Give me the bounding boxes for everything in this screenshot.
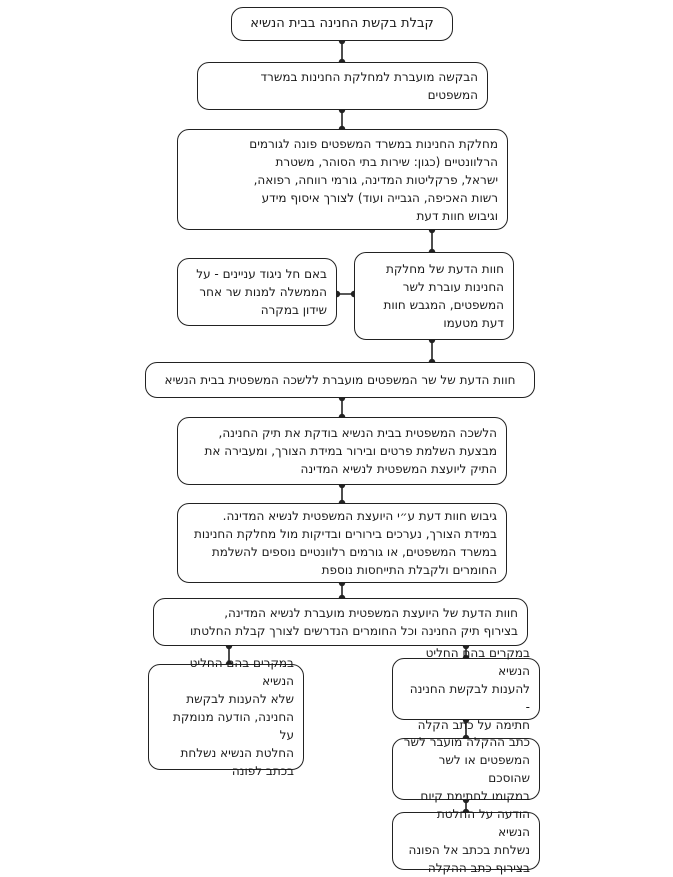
step-opinion-to-legal-office: חוות הדעת של שר המשפטים מועברת ללשכה המש…: [145, 362, 535, 398]
branch-pardon-denied-text: במקרים בהם החליט הנשיא שלא להענות לבקשת …: [172, 656, 294, 778]
step-pardons-dept-gathers-info-text: מחלקת החנינות במשרד המשפטים פונה לגורמים…: [249, 136, 498, 223]
step-notify-applicant: הודעה על החלטת הנשיא נשלחת בכתב אל הפונה…: [392, 807, 540, 875]
note-conflict-of-interest: באם חל ניגוד עניינים - על הממשלה למנות ש…: [177, 258, 337, 326]
step-opinion-to-president-text: חוות הדעת של היועצת המשפטית מועברת לנשיא…: [190, 606, 518, 638]
step-legal-office-review-text: הלשכה המשפטית בבית הנשיא בודקת את תיק הח…: [204, 426, 497, 476]
step-relief-order-countersign-text: כתב ההקלה מועבר לשר המשפטים או לשר שהוסכ…: [403, 735, 530, 803]
step-justice-minister-opinion: חוות הדעת של מחלקת החנינות עוברת לשר המש…: [354, 252, 514, 340]
branch-pardon-denied: במקרים בהם החליט הנשיא שלא להענות לבקשת …: [148, 656, 304, 778]
step-transfer-to-pardons-dept-text: הבקשה מועברת למחלקת החנינות במשרד המשפטי…: [260, 70, 479, 102]
step-relief-order-countersign: כתב ההקלה מועבר לשר המשפטים או לשר שהוסכ…: [392, 735, 540, 803]
step-transfer-to-pardons-dept: הבקשה מועברת למחלקת החנינות במשרד המשפטי…: [197, 62, 488, 110]
step-notify-applicant-text: הודעה על החלטת הנשיא נשלחת בכתב אל הפונה…: [408, 807, 531, 875]
step-pardons-dept-gathers-info: מחלקת החנינות במשרד המשפטים פונה לגורמים…: [177, 129, 508, 230]
step-legal-advisor-opinion-text: גיבוש חוות דעת ע״י היועצת המשפטית לנשיא …: [193, 509, 497, 577]
note-conflict-of-interest-text: באם חל ניגוד עניינים - על הממשלה למנות ש…: [196, 267, 327, 317]
step-receive-request-text: קבלת בקשת החנינה בבית הנשיא: [250, 16, 434, 31]
step-opinion-to-president: חוות הדעת של היועצת המשפטית מועברת לנשיא…: [153, 598, 528, 646]
step-legal-advisor-opinion: גיבוש חוות דעת ע״י היועצת המשפטית לנשיא …: [177, 503, 507, 583]
step-opinion-to-legal-office-text: חוות הדעת של שר המשפטים מועברת ללשכה המש…: [164, 373, 516, 387]
step-legal-office-review: הלשכה המשפטית בבית הנשיא בודקת את תיק הח…: [177, 417, 507, 485]
step-justice-minister-opinion-text: חוות הדעת של מחלקת החנינות עוברת לשר המש…: [383, 262, 505, 330]
step-receive-request: קבלת בקשת החנינה בבית הנשיא: [231, 7, 453, 41]
branch-pardon-granted-text: במקרים בהם החליט הנשיא להענות לבקשת החני…: [409, 646, 530, 732]
branch-pardon-granted: במקרים בהם החליט הנשיא להענות לבקשת החני…: [392, 646, 540, 732]
